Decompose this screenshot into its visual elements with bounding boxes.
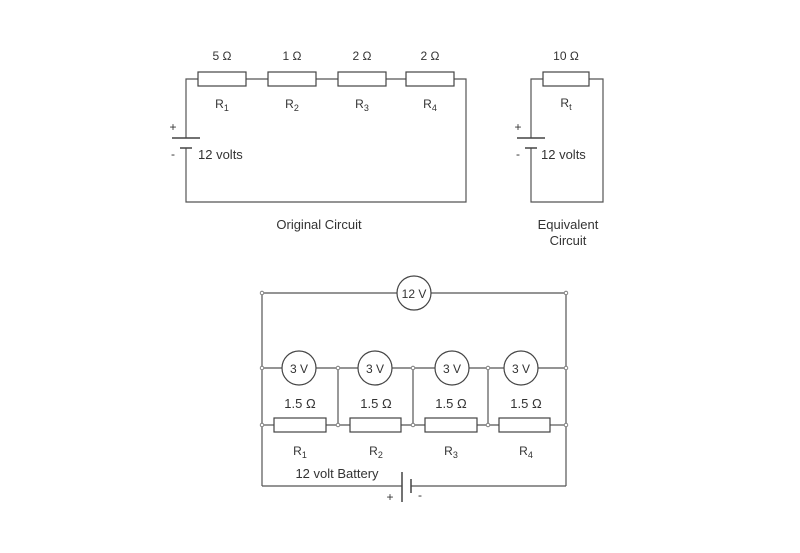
junction-node — [335, 422, 341, 428]
original-battery-minus: - — [171, 147, 175, 161]
original-wire-return — [185, 78, 467, 203]
equivalent-caption-line1: Equivalent — [538, 217, 599, 232]
resistor-r4-label: R4 — [519, 444, 533, 460]
total-voltmeter — [396, 275, 432, 311]
original-r1-label: R1 — [215, 97, 229, 113]
equivalent-battery-label: 12 volts — [541, 147, 586, 162]
voltmeter-r3 — [434, 350, 470, 386]
equivalent-circuit: + - 12 volts 10 Ω Rt Equivalent Circuit — [514, 49, 604, 248]
voltmeter-r1-reading: 3 V — [290, 362, 308, 376]
junction-node — [410, 365, 416, 371]
junction-node — [485, 422, 491, 428]
original-wire-loop — [185, 78, 198, 138]
parallel-resistor-r3 — [424, 417, 478, 433]
bottom-battery-label: 12 volt Battery — [295, 466, 379, 481]
original-circuit: + - 12 volts 5 Ω 1 Ω 2 Ω 2 Ω R1 R2 R3 R4… — [169, 49, 467, 232]
original-r2-value: 1 Ω — [283, 49, 302, 63]
junction-node — [259, 422, 265, 428]
equivalent-wire-top — [530, 78, 543, 138]
junction-node — [563, 422, 569, 428]
equivalent-battery-minus: - — [516, 147, 520, 161]
original-r3-label: R3 — [355, 97, 369, 113]
junction-node — [259, 290, 265, 296]
resistor-r2-label: R2 — [369, 444, 383, 460]
junction-node — [563, 365, 569, 371]
resistor-r1-value: 1.5 Ω — [284, 396, 316, 411]
parallel-resistor-r4 — [498, 417, 551, 433]
parallel-resistor-r2 — [349, 417, 402, 433]
original-r3-value: 2 Ω — [353, 49, 372, 63]
voltmeter-r3-reading: 3 V — [443, 362, 461, 376]
resistor-r4-value: 1.5 Ω — [510, 396, 542, 411]
total-voltmeter-reading: 12 V — [402, 287, 427, 301]
original-resistor-r4 — [405, 71, 455, 87]
equivalent-rt-label: Rt — [560, 96, 572, 112]
original-r4-label: R4 — [423, 97, 437, 113]
original-resistor-r2 — [267, 71, 317, 87]
original-resistor-r3 — [337, 71, 387, 87]
voltmeter-r2 — [357, 350, 393, 386]
voltmeter-circuit: 12 V 3 V 3 V — [259, 275, 569, 504]
voltmeter-r4 — [503, 350, 539, 386]
junction-node — [563, 290, 569, 296]
original-circuit-caption: Original Circuit — [276, 217, 362, 232]
resistor-r3-value: 1.5 Ω — [435, 396, 467, 411]
junction-node — [485, 365, 491, 371]
voltmeter-r1 — [281, 350, 317, 386]
junction-node — [259, 365, 265, 371]
junction-node — [335, 365, 341, 371]
equivalent-caption-line2: Circuit — [550, 233, 587, 248]
parallel-resistor-r1 — [273, 417, 327, 433]
original-battery-plus: + — [169, 120, 176, 134]
resistor-r3-label: R3 — [444, 444, 458, 460]
junction-node — [410, 422, 416, 428]
voltmeter-r2-reading: 3 V — [366, 362, 384, 376]
original-r4-value: 2 Ω — [421, 49, 440, 63]
voltmeter-r4-reading: 3 V — [512, 362, 530, 376]
resistor-r2-value: 1.5 Ω — [360, 396, 392, 411]
equivalent-battery-plus: + — [514, 120, 521, 134]
equivalent-rt-value: 10 Ω — [553, 49, 579, 63]
original-resistor-r1 — [197, 71, 247, 87]
original-r1-value: 5 Ω — [213, 49, 232, 63]
original-r2-label: R2 — [285, 97, 299, 113]
equivalent-wire-return — [530, 78, 604, 203]
resistor-r1-label: R1 — [293, 444, 307, 460]
original-battery-label: 12 volts — [198, 147, 243, 162]
bottom-battery-plus: + — [386, 490, 393, 504]
equivalent-resistor-rt — [542, 71, 590, 87]
bottom-battery-minus: - — [418, 488, 422, 502]
